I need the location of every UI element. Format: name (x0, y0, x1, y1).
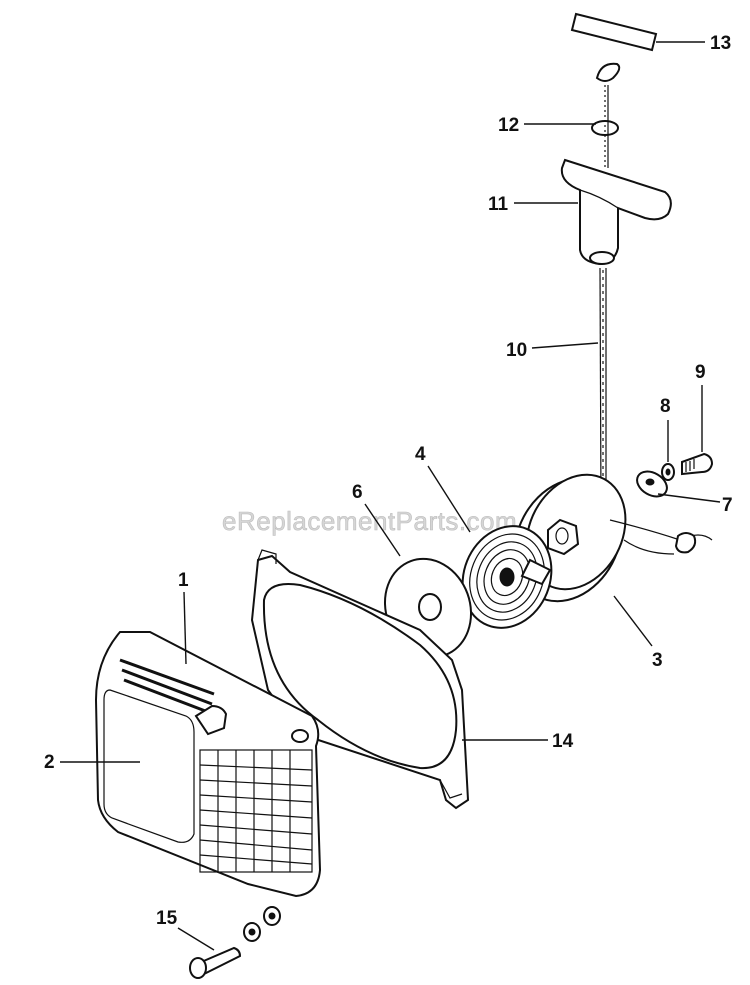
part-4-recoil-spring (461, 525, 553, 629)
callout-label: 6 (352, 482, 363, 503)
callout-2: 2 (44, 752, 140, 773)
part-9-screw (681, 452, 714, 476)
grille-vents (199, 749, 313, 873)
callout-4: 4 (415, 444, 471, 533)
callout-label: 12 (498, 115, 519, 136)
callout-label: 15 (156, 908, 178, 929)
callout-3: 3 (613, 595, 663, 671)
callout-11: 11 (488, 194, 578, 215)
callout-7: 7 (657, 493, 733, 516)
callout-label: 4 (415, 444, 426, 465)
callout-label: 2 (44, 752, 55, 773)
callout-label: 1 (178, 570, 189, 591)
callout-10: 10 (506, 340, 599, 361)
callout-label: 11 (488, 194, 509, 215)
callout-label: 14 (552, 731, 574, 752)
part-8-small-washer (661, 463, 675, 481)
part-1-front-cover (94, 631, 322, 898)
callout-12: 12 (498, 115, 596, 136)
callout-9: 9 (695, 362, 706, 452)
part-11-starter-handle (560, 158, 672, 266)
part-15-screw-and-washers (189, 906, 281, 979)
part-7-washer (636, 470, 668, 498)
part-13-decal (570, 12, 658, 52)
part-12-knot-washer (591, 62, 621, 168)
callout-8: 8 (660, 396, 671, 462)
callout-label: 9 (695, 362, 706, 383)
callout-label: 7 (722, 495, 733, 516)
callout-15: 15 (156, 908, 215, 951)
callout-label: 3 (652, 650, 663, 671)
callout-label: 13 (710, 33, 731, 54)
callout-14: 14 (462, 731, 574, 752)
callout-13: 13 (656, 33, 731, 54)
callout-1: 1 (178, 570, 189, 665)
callout-label: 8 (660, 396, 671, 417)
part-10-starter-rope (599, 267, 607, 506)
callout-label: 10 (506, 340, 527, 361)
callout-6: 6 (352, 482, 401, 557)
